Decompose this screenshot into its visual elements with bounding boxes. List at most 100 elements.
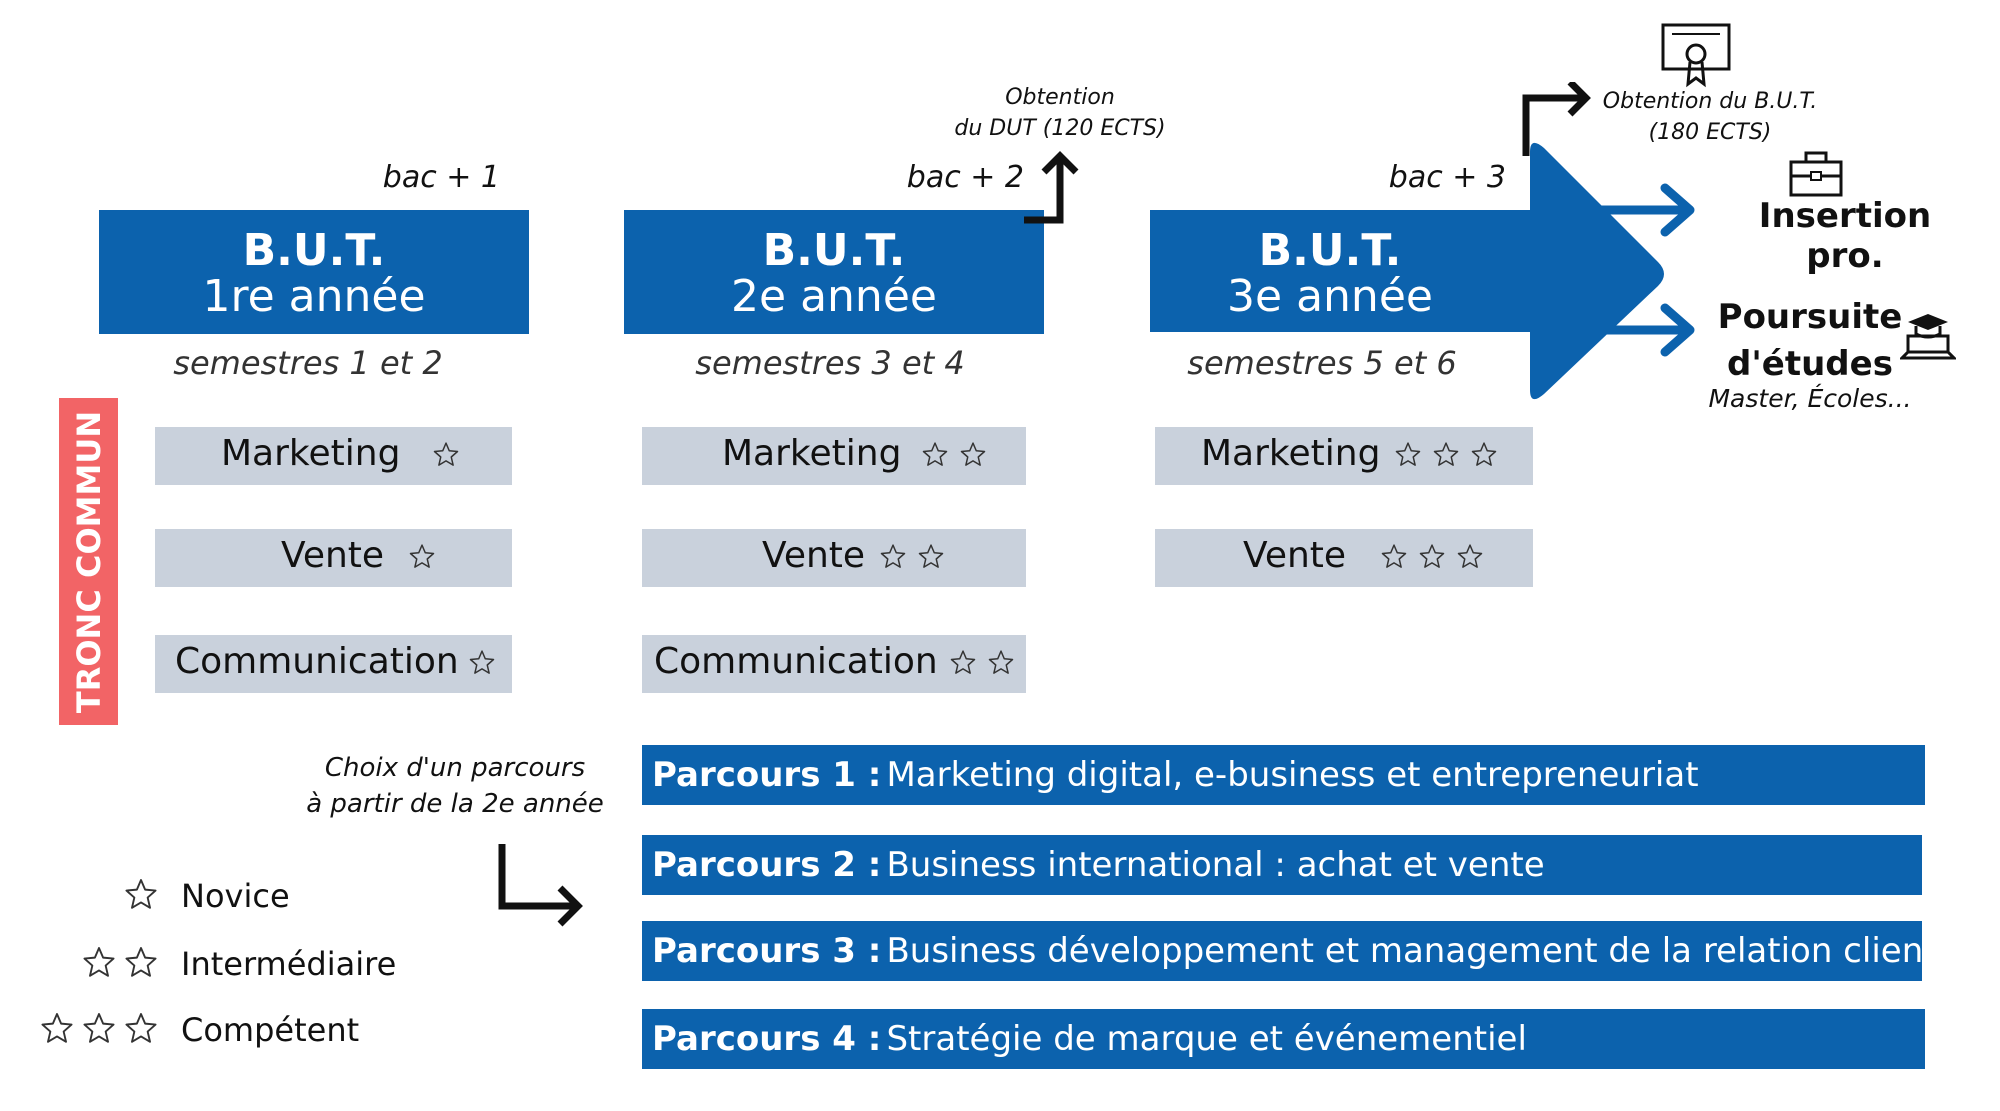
graduation-laptop-icon [1900,314,1956,360]
star-icon [407,542,437,572]
year-2-subtitle: 2e année [731,271,937,322]
skill-stars [407,542,437,572]
star-icon [948,648,978,678]
skill-stars [1393,440,1499,470]
skill-y1-vente: Vente [155,529,512,587]
star-icon [1431,440,1461,470]
tronc-commun-text: TRONC COMMUN [69,410,108,713]
parcours-1-text: Marketing digital, e-business et entrepr… [886,755,1699,795]
outcome-arrows [1590,183,1695,357]
semesters-3: semestres 5 et 6 [1187,344,1457,382]
skill-label: Vente [281,535,385,576]
bac-2-label: bac + 2 [906,160,1024,195]
parcours-1-bar: Parcours 1 : Marketing digital, e-busine… [642,745,1925,805]
skill-label: Vente [1243,535,1347,576]
poursuite-line1: Poursuite [1717,297,1903,337]
but-final-arrow [1522,82,1591,156]
parcours-4-number: Parcours 4 : [652,1019,882,1059]
skill-y3-vente: Vente [1155,529,1533,587]
year-3-title: B.U.T. [1258,225,1402,276]
diploma-icon [1661,23,1731,88]
but-final-line2: (180 ECTS) [1648,120,1772,145]
but-final-note: Obtention du B.U.T. (180 ECTS) [1590,86,1830,148]
skill-stars [467,648,497,678]
star-icon [986,648,1016,678]
legend-label: Intermédiaire [181,945,397,983]
year-3-subtitle: 3e année [1227,271,1433,322]
year-1-title: B.U.T. [242,225,386,276]
skill-stars [920,440,988,470]
semesters-2: semestres 3 et 4 [695,344,965,382]
star-icon [1455,542,1485,572]
parcours-4-text: Stratégie de marque et événementiel [886,1019,1527,1059]
star-icon [467,648,497,678]
skill-stars [878,542,946,572]
skill-label: Communication [175,641,459,682]
star-icon [1379,542,1409,572]
star-icon [80,944,118,982]
skill-label: Marketing [722,433,902,474]
star-icon [122,1010,160,1048]
parcours-2-text: Business international : achat et vente [886,845,1545,885]
choix-line1: Choix d'un parcours [324,753,586,783]
year3-big-arrow [1150,142,1664,400]
tronc-commun-label: TRONC COMMUN [59,398,118,725]
star-icon [1393,440,1423,470]
year-2-title: B.U.T. [762,225,906,276]
choix-line2: à partir de la 2e année [306,789,604,819]
skill-label: Communication [654,641,938,682]
skill-y2-vente: Vente [642,529,1026,587]
year-1-subtitle: 1re année [202,271,426,322]
skill-label: Marketing [221,433,401,474]
skill-y2-marketing: Marketing [642,427,1026,485]
skill-y1-marketing: Marketing [155,427,512,485]
legend-intermediaire-stars [80,944,160,982]
year-1-box: B.U.T. 1re année [99,210,529,334]
briefcase-icon [1789,151,1843,197]
parcours-4-bar: Parcours 4 : Stratégie de marque et évén… [642,1009,1925,1069]
poursuite-sub: Master, Écoles... [1708,384,1912,413]
skill-label: Vente [762,535,866,576]
bac-3-label: bac + 3 [1388,160,1506,195]
skill-y1-communication: Communication [155,635,512,693]
parcours-3-number: Parcours 3 : [652,931,882,971]
skill-label: Marketing [1201,433,1381,474]
star-icon [878,542,908,572]
dut-note-line2: du DUT (120 ECTS) [954,116,1166,141]
year-3-box: B.U.T. 3e année [1140,210,1520,334]
legend-label: Novice [181,877,290,915]
choix-arrow [498,844,583,927]
poursuite-label: Poursuite d'études [1700,294,1920,388]
star-icon [958,440,988,470]
star-icon [122,876,160,914]
star-icon [920,440,950,470]
star-icon [431,440,461,470]
legend-competent-stars [38,1010,160,1048]
skill-stars [431,440,461,470]
star-icon [80,1010,118,1048]
star-icon [1417,542,1447,572]
poursuite-line2: d'études [1727,344,1893,384]
parcours-2-bar: Parcours 2 : Business international : ac… [642,835,1922,895]
dut-arrow [1024,151,1079,224]
skill-y2-communication: Communication [642,635,1026,693]
but-final-line1: Obtention du B.U.T. [1602,89,1818,114]
legend-novice-stars [122,876,160,914]
parcours-3-text: Business développement et management de … [886,931,1937,971]
legend-label: Compétent [181,1011,360,1049]
parcours-1-number: Parcours 1 : [652,755,882,795]
semesters-1: semestres 1 et 2 [173,344,443,382]
parcours-3-bar: Parcours 3 : Business développement et m… [642,921,1937,981]
star-icon [122,944,160,982]
dut-note-line1: Obtention [1005,85,1115,110]
parcours-2-number: Parcours 2 : [652,845,882,885]
year-2-box: B.U.T. 2e année [624,210,1044,334]
star-icon [1469,440,1499,470]
skill-y3-marketing: Marketing [1155,427,1533,485]
insertion-pro-label: Insertion pro. [1758,196,1932,276]
skill-stars [948,648,1016,678]
star-icon [38,1010,76,1048]
choix-parcours-note: Choix d'un parcours à partir de la 2e an… [300,750,610,822]
dut-note: Obtention du DUT (120 ECTS) [930,82,1190,144]
bac-1-label: bac + 1 [382,160,500,195]
